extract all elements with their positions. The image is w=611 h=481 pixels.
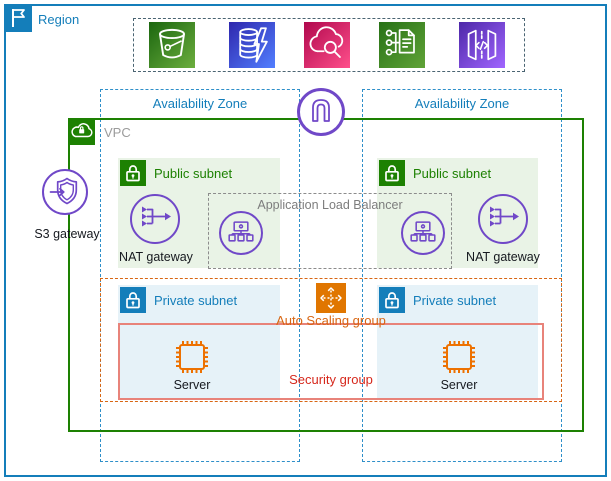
nat-gateway-icon [130,194,180,244]
public-subnet-lock-icon [120,160,146,186]
load-balancer-icon [401,211,445,255]
server-icon [170,335,214,379]
security-group-box: Security group [118,323,544,400]
server-label: Server [440,378,478,392]
s3-gateway-label: S3 gateway [34,227,100,241]
server-label: Server [173,378,211,392]
server-icon [437,335,481,379]
load-balancer-box: Application Load Balancer [208,193,452,269]
public-subnet-lock-icon [379,160,405,186]
dynamodb-icon [229,22,275,68]
external-services-box [133,18,525,72]
availability-zone-right: Availability Zone [362,89,562,462]
region-flag-icon [4,4,32,32]
availability-zone-left: Availability Zone [100,89,300,462]
nat-gateway-label: NAT gateway [466,250,540,264]
public-subnet-label: Public subnet [413,166,492,181]
security-group-label: Security group [289,372,373,387]
vpc-icon [68,118,95,145]
private-subnet-label: Private subnet [413,293,497,308]
vpc-label: VPC [104,125,131,140]
load-balancer-label: Application Load Balancer [257,198,403,212]
availability-zone-label: Availability Zone [414,96,510,111]
cloudwatch-icon [304,22,350,68]
auto-scaling-group-box: Auto Scaling group [100,278,562,402]
s3-icon [149,22,195,68]
api-gateway-icon [459,22,505,68]
systems-manager-icon [379,22,425,68]
private-subnet-left: Private subnet Server [118,285,280,398]
region-box: Region [4,4,607,477]
auto-scaling-icon [316,283,346,313]
nat-gateway-icon [478,194,528,244]
s3-gateway-icon [42,169,88,215]
private-subnet-label: Private subnet [154,293,238,308]
nat-gateway-label: NAT gateway [119,250,193,264]
public-subnet-label: Public subnet [154,166,233,181]
private-subnet-right: Private subnet Server [377,285,538,398]
public-subnet-left: Public subnet NAT gateway [118,158,280,268]
internet-gateway-icon [297,88,345,136]
load-balancer-icon [219,211,263,255]
public-subnet-right: Public subnet NAT gateway [377,158,540,268]
availability-zone-label: Availability Zone [152,96,248,111]
region-label: Region [38,12,80,27]
private-subnet-lock-icon [120,287,146,313]
auto-scaling-group-label: Auto Scaling group [276,313,386,328]
private-subnet-lock-icon [379,287,405,313]
